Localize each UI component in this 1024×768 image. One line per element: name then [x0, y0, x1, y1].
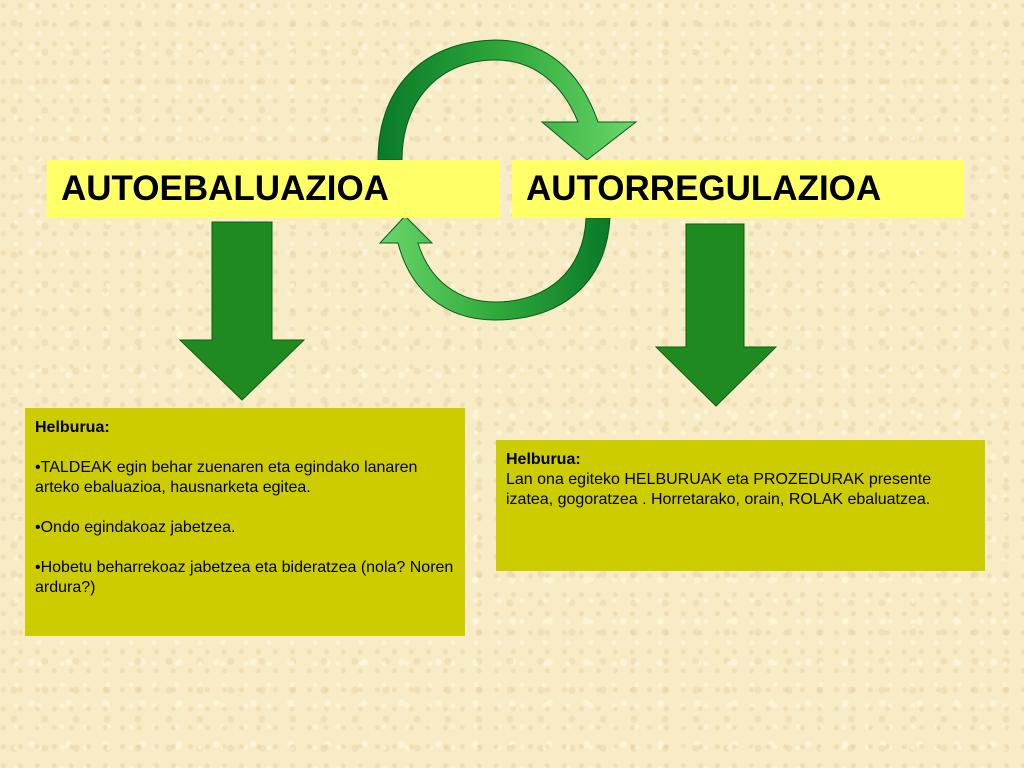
left-box-heading: Helburua:: [35, 419, 110, 436]
left-box-bullet-3: •Hobetu beharrekoaz jabetzea eta biderat…: [35, 559, 454, 596]
cycle-arrow-bottom: [378, 215, 611, 321]
title-autoebaluazioa: AUTOEBALUAZIOA: [47, 160, 500, 218]
right-box-heading: Helburua:: [506, 451, 581, 468]
right-info-box: Helburua: Lan ona egiteko HELBURUAK eta …: [496, 440, 985, 571]
right-box-text: Lan ona egiteko HELBURUAK eta PROZEDURAK…: [506, 471, 932, 508]
cycle-arrows-icon: [377, 39, 638, 321]
left-info-box: Helburua: •TALDEAK egin behar zuenaren e…: [25, 408, 465, 636]
title-autorregulazioa: AUTORREGULAZIOA: [512, 160, 964, 218]
left-box-bullet-2: •Ondo egindakoaz jabetzea.: [35, 519, 236, 536]
down-arrow-icon: [654, 223, 778, 407]
down-arrow-icon: [178, 221, 306, 401]
title-right-label: AUTORREGULAZIOA: [526, 169, 882, 208]
title-left-label: AUTOEBALUAZIOA: [61, 169, 389, 208]
cycle-arrow-top: [377, 39, 638, 161]
left-box-bullet-1: •TALDEAK egin behar zuenaren eta egindak…: [35, 459, 418, 496]
